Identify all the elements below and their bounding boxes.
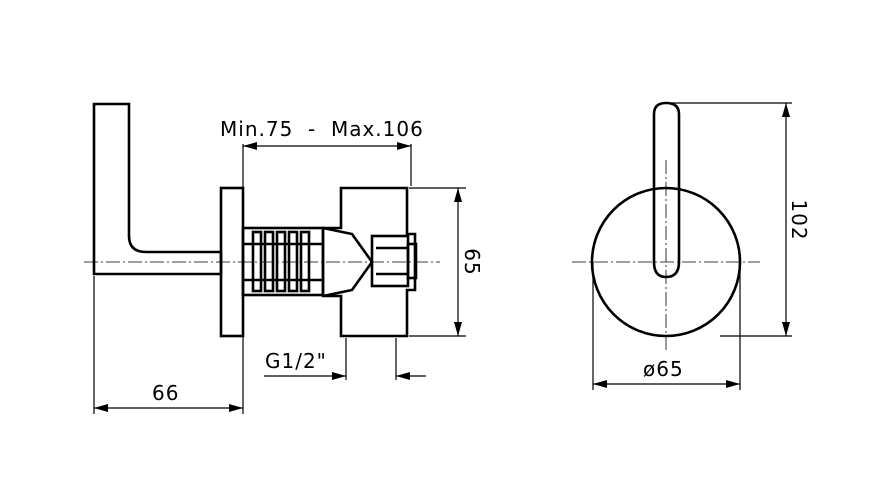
dim-projection-label: Min.75 - Max.106 (220, 117, 424, 141)
dim-body-height-label: 65 (460, 248, 484, 275)
dim-thread: G1/2" (264, 338, 426, 380)
lever-handle (92, 102, 223, 276)
lever-front (652, 101, 681, 279)
dim-projection: Min.75 - Max.106 (220, 117, 424, 340)
dim-handle-depth-label: 66 (152, 381, 179, 405)
front-view (572, 101, 760, 350)
side-view (84, 102, 440, 338)
dim-handle-depth: 66 (93, 276, 244, 414)
hex-nut (370, 234, 418, 288)
dim-thread-label: G1/2" (265, 349, 327, 373)
dim-diameter: ø65 (592, 262, 741, 390)
dim-total-height: 102 (668, 102, 811, 337)
cartridge-spindle (241, 226, 325, 297)
dim-body-height: 65 (409, 187, 484, 337)
dim-diameter-label: ø65 (643, 357, 684, 381)
dim-total-height-label: 102 (787, 199, 811, 240)
